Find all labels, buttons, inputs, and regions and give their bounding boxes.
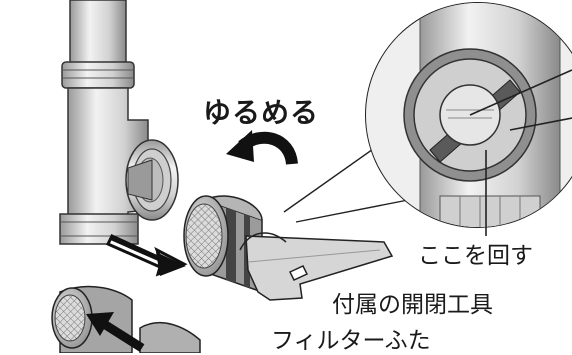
filter-cap-label: フィルターふた [271, 328, 431, 354]
magnified-detail [365, 2, 572, 236]
pull-out-arrow [105, 234, 188, 277]
insert-arrow [86, 312, 145, 352]
loosen-label: ゆるめる [203, 96, 320, 129]
filter-port [125, 139, 179, 221]
opening-tool [239, 232, 394, 301]
supply-pipe [61, 0, 135, 89]
tool-label: 付属の開閉工具 [332, 292, 493, 318]
loosen-arrow [226, 130, 298, 166]
turn-here-label: ここを回す [418, 243, 533, 269]
